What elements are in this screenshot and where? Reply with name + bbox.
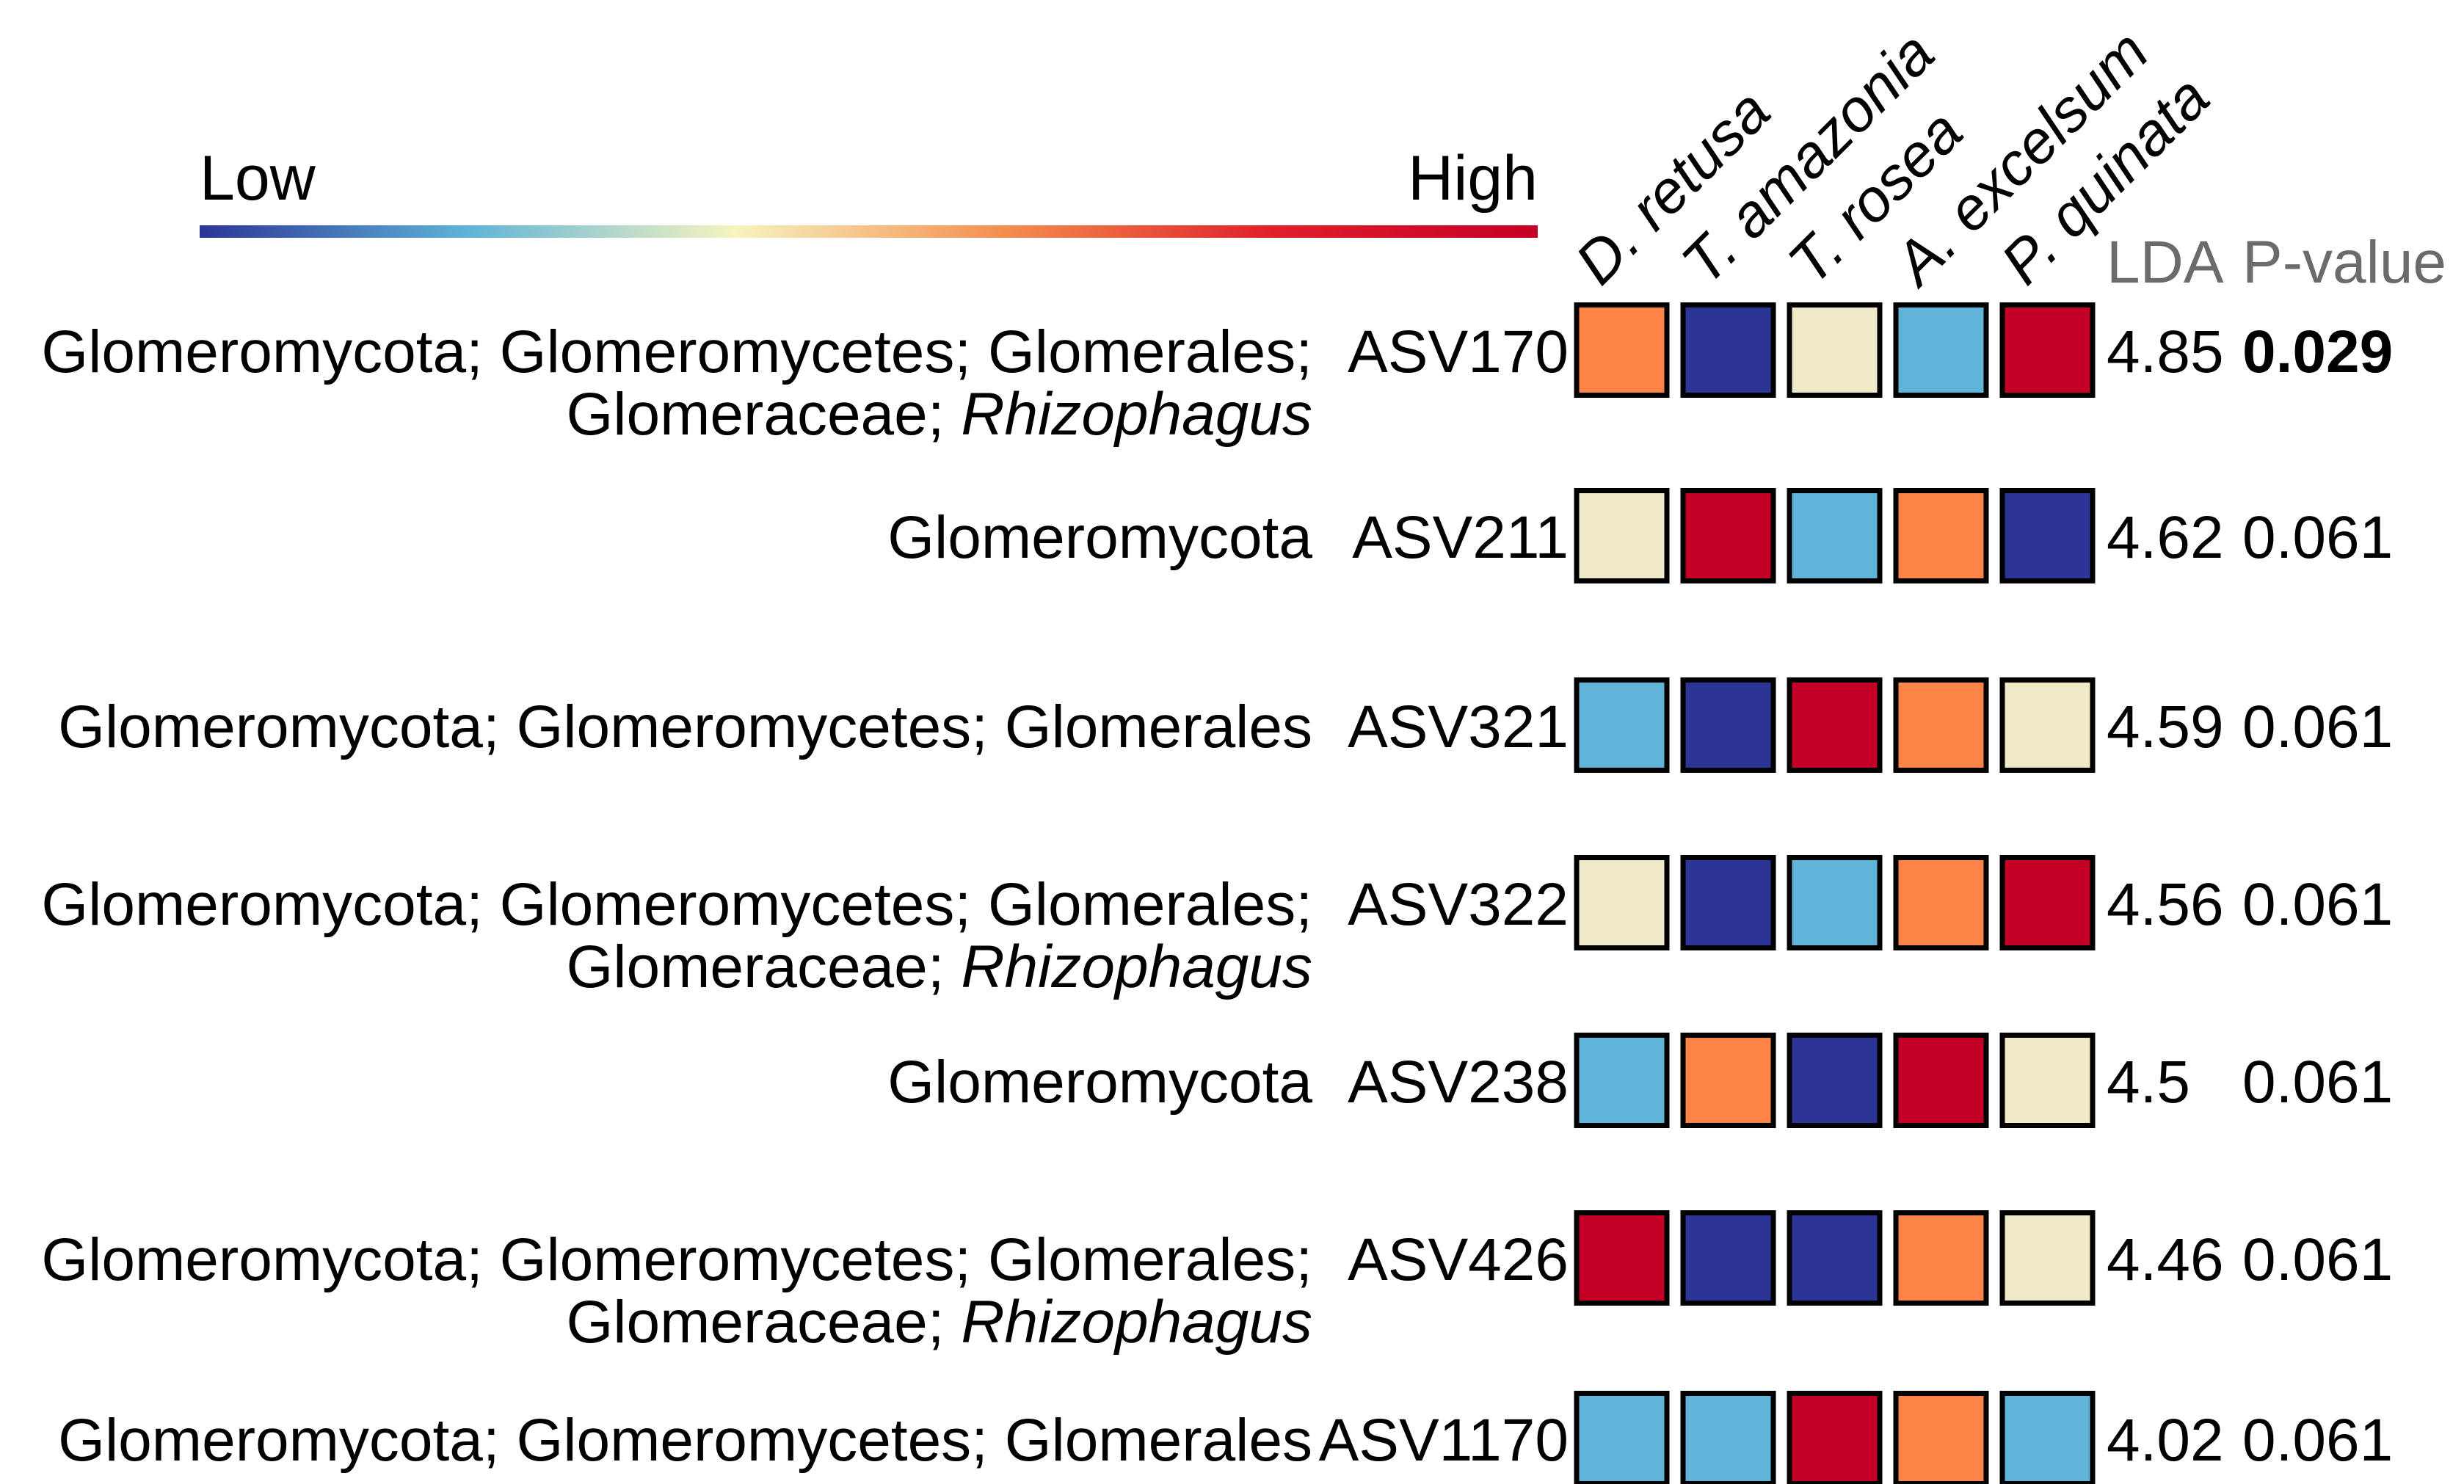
heatmap-cell xyxy=(1787,1210,1883,1306)
heatmap-cell xyxy=(1574,1210,1670,1306)
asv-label: ASV211 xyxy=(1352,504,1569,571)
heatmap-cell xyxy=(1680,1391,1776,1484)
taxonomy-label: Glomeromycota; Glomeromycetes; Glomerale… xyxy=(58,694,1312,760)
heatmap-cell xyxy=(1893,1033,1989,1128)
legend-high-label: High xyxy=(1408,143,1538,214)
heatmap-cell xyxy=(1893,302,1989,398)
heatmap-cell xyxy=(1787,855,1883,950)
heatmap-cell xyxy=(1999,855,2096,950)
heatmap-cell xyxy=(1999,302,2096,398)
p-value: 0.029 xyxy=(2242,319,2393,385)
heatmap-cell xyxy=(1893,1210,1989,1306)
heatmap-cell xyxy=(1999,1210,2096,1306)
heatmap-cell xyxy=(1787,302,1883,398)
p-value: 0.061 xyxy=(2242,1049,2393,1116)
heatmap-cell xyxy=(1787,488,1883,583)
color-scale-bar xyxy=(200,225,1538,238)
heatmap-cell xyxy=(1574,302,1670,398)
heatmap-cell xyxy=(1574,1391,1670,1484)
heatmap-cell xyxy=(1893,488,1989,583)
asv-label: ASV170 xyxy=(1348,319,1569,385)
heatmap-cell xyxy=(1893,855,1989,950)
lda-value: 4.5 xyxy=(2107,1049,2190,1116)
heatmap-cell xyxy=(1999,677,2096,773)
heatmap-cell xyxy=(1680,1033,1776,1128)
heatmap-cell xyxy=(1680,855,1776,950)
heatmap-cell xyxy=(1893,1391,1989,1484)
p-value: 0.061 xyxy=(2242,1226,2393,1293)
asv-label: ASV321 xyxy=(1348,694,1569,760)
heatmap-cell xyxy=(1787,1391,1883,1484)
heatmap-cell xyxy=(1680,677,1776,773)
asv-label: ASV322 xyxy=(1348,871,1569,938)
heatmap-cell xyxy=(1999,1391,2096,1484)
legend-low-label: Low xyxy=(200,143,316,214)
taxonomy-label: Glomeromycota; Glomeromycetes; Glomerale… xyxy=(41,1226,1312,1293)
heatmap-cell xyxy=(1999,488,2096,583)
heatmap-cell xyxy=(1893,677,1989,773)
lda-value: 4.02 xyxy=(2107,1407,2224,1474)
asv-label: ASV1170 xyxy=(1319,1407,1569,1474)
heatmap-cell xyxy=(1680,1210,1776,1306)
heatmap-cell xyxy=(1680,302,1776,398)
heatmap-cell xyxy=(1999,1033,2096,1128)
taxonomy-label-line2: Glomeraceae; Rhizophagus xyxy=(567,934,1312,1000)
lda-value: 4.59 xyxy=(2107,694,2224,760)
lda-value: 4.85 xyxy=(2107,319,2224,385)
taxonomy-label: Glomeromycota; Glomeromycetes; Glomerale… xyxy=(58,1407,1312,1474)
taxonomy-label: Glomeromycota; Glomeromycetes; Glomerale… xyxy=(41,871,1312,938)
taxonomy-label: Glomeromycota xyxy=(887,1049,1312,1116)
taxonomy-label: Glomeromycota; Glomeromycetes; Glomerale… xyxy=(41,319,1312,385)
p-value: 0.061 xyxy=(2242,871,2393,938)
lda-value: 4.62 xyxy=(2107,504,2224,571)
p-value: 0.061 xyxy=(2242,1407,2393,1474)
heatmap-cell xyxy=(1787,677,1883,773)
taxonomy-label-line2: Glomeraceae; Rhizophagus xyxy=(567,1289,1312,1356)
asv-label: ASV426 xyxy=(1348,1226,1569,1293)
heatmap-cell xyxy=(1574,677,1670,773)
lda-header: LDA xyxy=(2107,229,2224,296)
taxonomy-label-line2: Glomeraceae; Rhizophagus xyxy=(567,381,1312,448)
heatmap-cell xyxy=(1787,1033,1883,1128)
heatmap-cell xyxy=(1680,488,1776,583)
asv-label: ASV238 xyxy=(1348,1049,1569,1116)
heatmap-cell xyxy=(1574,1033,1670,1128)
heatmap-cell xyxy=(1574,855,1670,950)
taxonomy-label: Glomeromycota xyxy=(887,504,1312,571)
lda-value: 4.46 xyxy=(2107,1226,2224,1293)
p-value: 0.061 xyxy=(2242,504,2393,571)
p-value: 0.061 xyxy=(2242,694,2393,760)
p-value-header: P-value xyxy=(2242,229,2446,296)
lda-value: 4.56 xyxy=(2107,871,2224,938)
heatmap-cell xyxy=(1574,488,1670,583)
